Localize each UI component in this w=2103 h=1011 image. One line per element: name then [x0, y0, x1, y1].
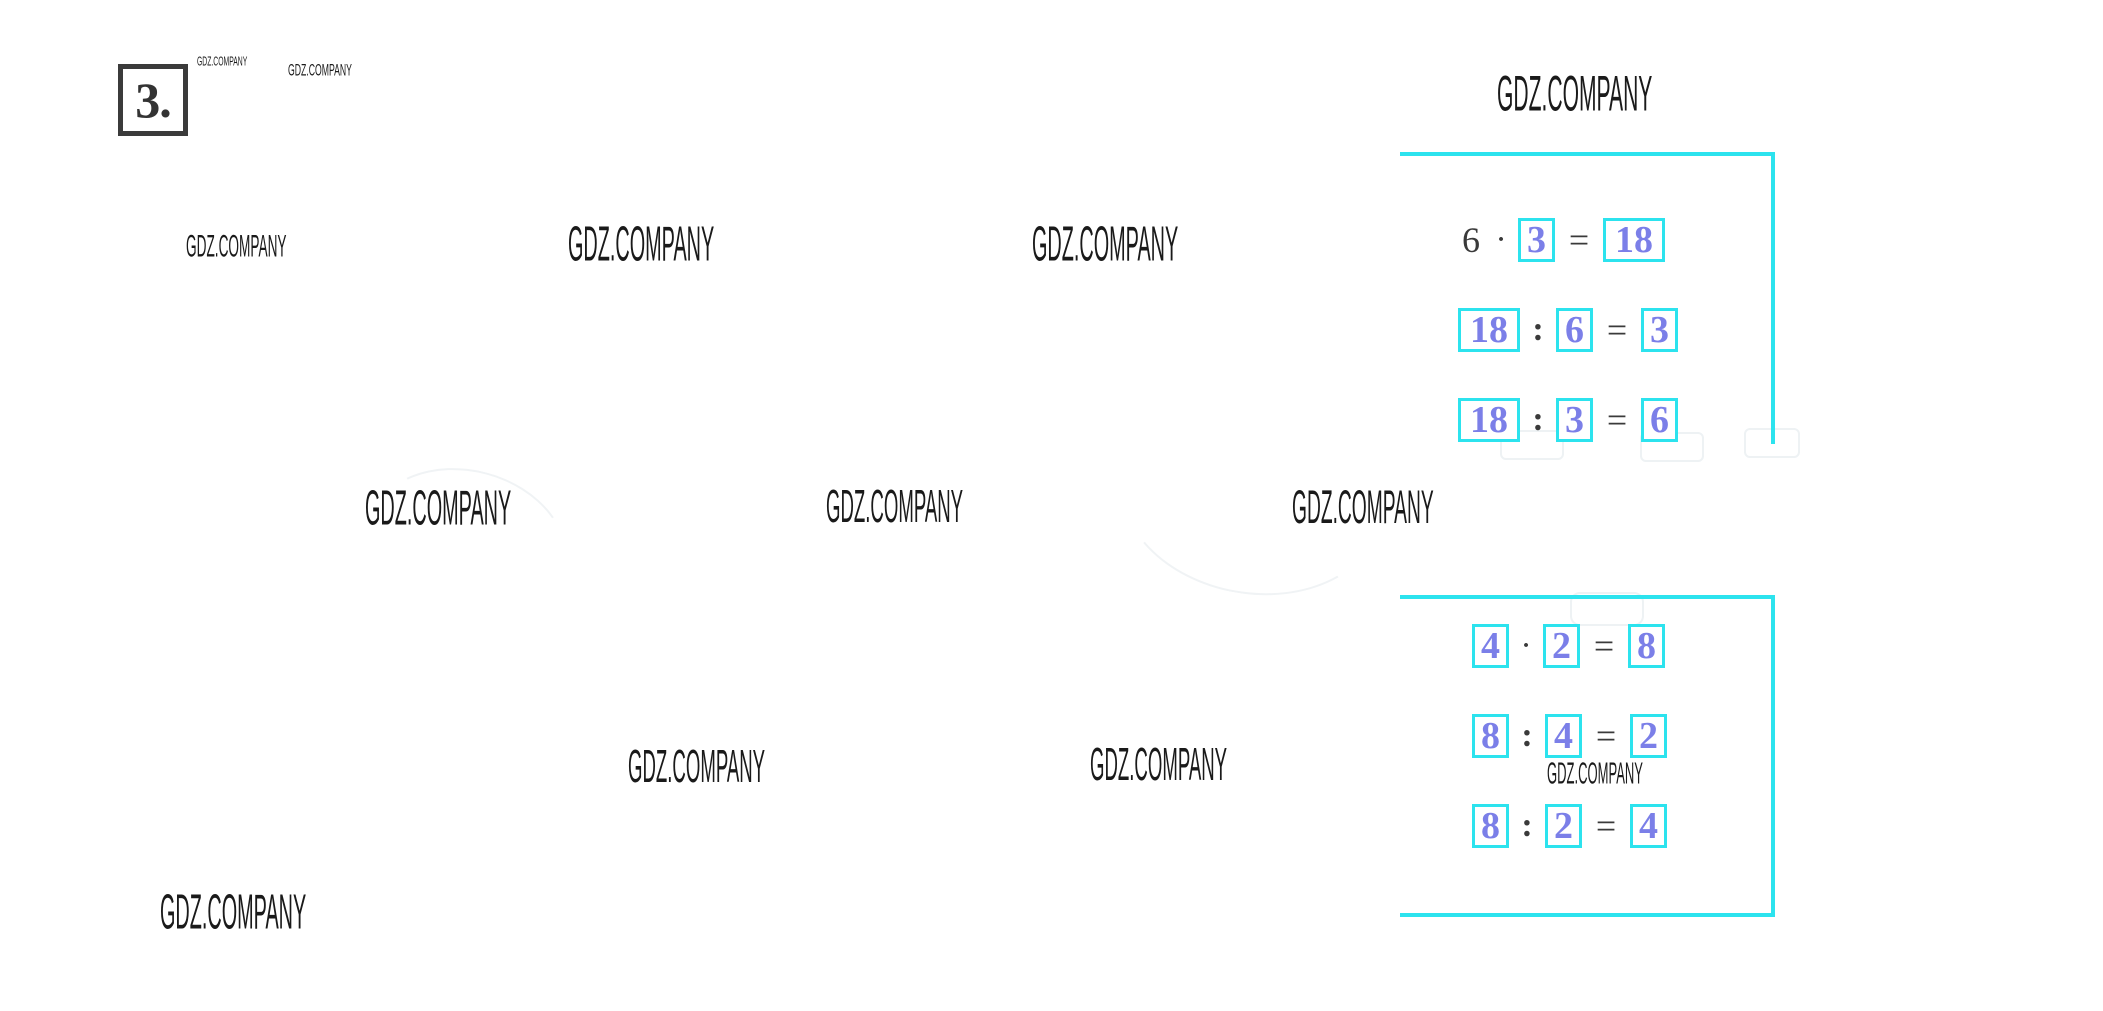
operator-colon-icon: :: [1521, 807, 1533, 844]
watermark-text: GDZ.COMPANY: [1547, 757, 1643, 791]
answer-cell[interactable]: 8: [1472, 804, 1509, 848]
watermark-text: GDZ.COMPANY: [197, 55, 248, 70]
answer-cell[interactable]: 18: [1603, 218, 1665, 262]
answer-cell[interactable]: 18: [1458, 398, 1520, 442]
watermark-text: GDZ.COMPANY: [826, 482, 964, 533]
watermark-text: GDZ.COMPANY: [1090, 740, 1228, 791]
task-number-box: 3.: [118, 64, 188, 136]
watermark-text: GDZ.COMPANY: [628, 742, 766, 793]
operator-equals-icon: =: [1593, 626, 1615, 666]
operator-colon-icon: :: [1532, 311, 1544, 348]
watermark-text: GDZ.COMPANY: [1032, 216, 1179, 272]
scan-ghost-box-c: [1744, 428, 1800, 458]
watermark-text: GDZ.COMPANY: [568, 216, 715, 272]
answer-cell[interactable]: 4: [1545, 714, 1582, 758]
operator-equals-icon: =: [1595, 806, 1617, 846]
row-multiplication: 6 · 3 = 18: [1458, 212, 1678, 268]
operator-equals-icon: =: [1568, 220, 1590, 260]
watermark-text: GDZ.COMPANY: [1497, 66, 1653, 123]
row-division-b: 18:3 = 6: [1458, 392, 1678, 448]
operator-colon-icon: :: [1532, 401, 1544, 438]
answer-cell[interactable]: 6: [1556, 308, 1593, 352]
task-number-label: 3.: [135, 72, 171, 128]
operator-dot-icon: ·: [1495, 221, 1507, 258]
answer-cell[interactable]: 6: [1641, 398, 1678, 442]
watermark-text: GDZ.COMPANY: [365, 480, 512, 536]
operator-dot-icon: ·: [1520, 627, 1532, 664]
answer-cell[interactable]: 4: [1472, 624, 1509, 668]
answer-cell[interactable]: 8: [1472, 714, 1509, 758]
operator-equals-icon: =: [1606, 400, 1628, 440]
answer-cell[interactable]: 2: [1543, 624, 1580, 668]
watermark-text: GDZ.COMPANY: [288, 60, 352, 79]
operator-colon-icon: :: [1521, 717, 1533, 754]
row-multiplication: 4 · 2 = 8: [1472, 618, 1667, 674]
operator-equals-icon: =: [1595, 716, 1617, 756]
answer-cell[interactable]: 3: [1641, 308, 1678, 352]
watermark-text: GDZ.COMPANY: [186, 228, 287, 264]
answer-cell[interactable]: 18: [1458, 308, 1520, 352]
row-division-b: 8:2 = 4: [1472, 798, 1667, 854]
answer-cell[interactable]: 2: [1545, 804, 1582, 848]
answer-cell[interactable]: 4: [1630, 804, 1667, 848]
answer-cell[interactable]: 2: [1630, 714, 1667, 758]
answer-cell[interactable]: 8: [1628, 624, 1665, 668]
row-division-a: 18:6 = 3: [1458, 302, 1678, 358]
operator-equals-icon: =: [1606, 310, 1628, 350]
watermark-text: GDZ.COMPANY: [160, 884, 307, 940]
row-division-a: 8:4 = 2: [1472, 708, 1667, 764]
answer-cell[interactable]: 3: [1556, 398, 1593, 442]
given-number: 6: [1462, 220, 1480, 260]
watermark-text: GDZ.COMPANY: [1292, 480, 1434, 534]
scan-ghost-arc-left: [348, 446, 586, 648]
answer-cell[interactable]: 3: [1518, 218, 1555, 262]
